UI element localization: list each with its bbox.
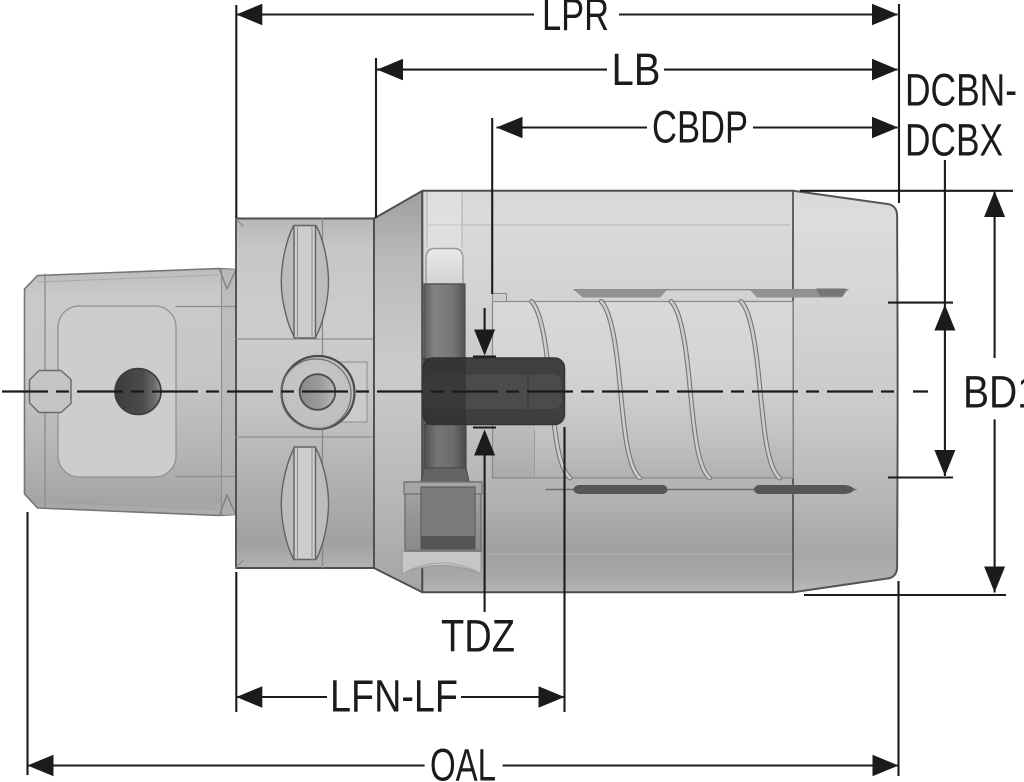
svg-text:OAL: OAL [430, 740, 496, 782]
svg-text:DCBN-: DCBN- [905, 65, 1017, 116]
svg-text:CBDP: CBDP [652, 102, 748, 153]
svg-text:DCBX: DCBX [905, 115, 1003, 166]
svg-text:LPR: LPR [542, 0, 609, 40]
svg-text:TDZ: TDZ [441, 611, 515, 662]
svg-text:LB: LB [612, 44, 661, 95]
svg-text:BD1: BD1 [963, 367, 1024, 418]
svg-text:LFN-LF: LFN-LF [330, 671, 458, 722]
